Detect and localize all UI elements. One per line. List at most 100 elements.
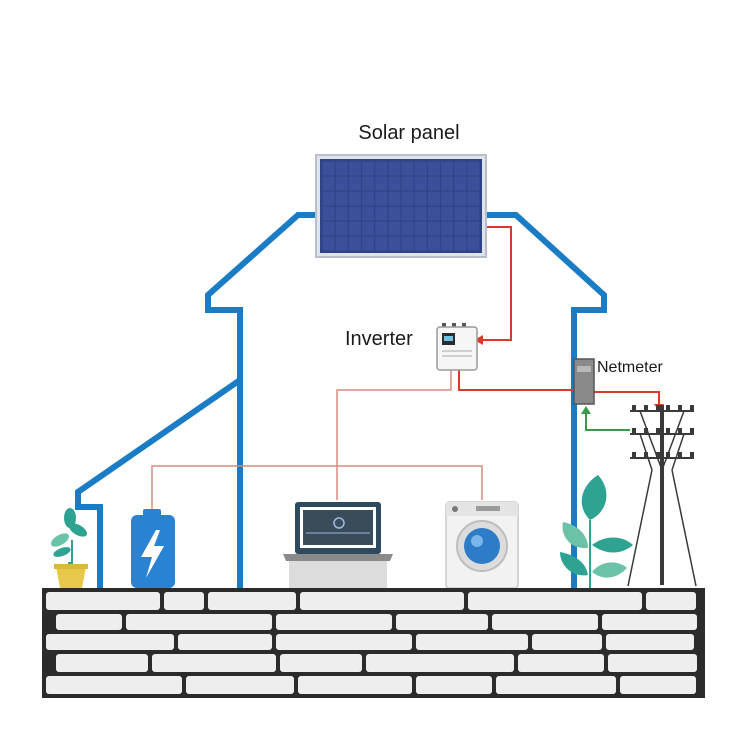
solar-cell <box>322 176 335 191</box>
solar-cell <box>322 221 335 236</box>
solar-cell <box>322 236 335 251</box>
solar-cell <box>441 206 454 221</box>
insulator <box>666 452 670 458</box>
solar-cell <box>441 236 454 251</box>
insulator <box>656 452 660 458</box>
wall-stone <box>46 634 174 650</box>
solar-cell <box>348 191 361 206</box>
solar-cell <box>362 176 375 191</box>
solar-cell <box>388 206 401 221</box>
wall-stone <box>178 634 272 650</box>
solar-cell <box>348 176 361 191</box>
wall-stone <box>126 614 272 630</box>
insulator <box>632 428 636 434</box>
wall-stone <box>606 634 694 650</box>
solar-cell <box>414 176 427 191</box>
wall-stone <box>280 654 362 672</box>
solar-cell <box>427 221 440 236</box>
wall-stone <box>366 654 514 672</box>
solar-cell <box>441 176 454 191</box>
solar-cell <box>375 176 388 191</box>
solar-cell <box>467 236 480 251</box>
wall-stone <box>518 654 604 672</box>
plant-pot-icon <box>50 508 88 588</box>
insulator <box>678 452 682 458</box>
insulator <box>690 405 694 411</box>
washing-machine-icon <box>445 501 519 589</box>
solar-cell <box>467 176 480 191</box>
house-outline <box>75 212 607 590</box>
solar-cell <box>427 206 440 221</box>
solar-cell <box>335 176 348 191</box>
solar-cell <box>375 236 388 251</box>
solar-cell <box>335 236 348 251</box>
inverter-label: Inverter <box>345 328 413 350</box>
solar-cell <box>348 236 361 251</box>
wall-stone <box>46 676 182 694</box>
solar-cell <box>335 206 348 221</box>
solar-cell <box>441 191 454 206</box>
utility-pole-icon <box>627 405 697 587</box>
solar-cell <box>427 236 440 251</box>
solar-cell <box>375 161 388 176</box>
solar-cell <box>467 206 480 221</box>
solar-cell <box>414 206 427 221</box>
wall-stone <box>56 614 122 630</box>
solar-cell <box>414 221 427 236</box>
solar-cell <box>401 221 414 236</box>
solar-cell <box>467 161 480 176</box>
wall-stone <box>532 634 602 650</box>
solar-cell <box>441 221 454 236</box>
insulator <box>656 405 660 411</box>
solar-cell <box>427 176 440 191</box>
battery-icon <box>131 509 175 588</box>
insulator <box>632 452 636 458</box>
solar-panel-label: Solar panel <box>358 122 459 144</box>
netmeter-icon <box>573 358 595 405</box>
wall-stone <box>186 676 294 694</box>
wall-stone <box>46 592 160 610</box>
netmeter-label: Netmeter <box>597 359 663 376</box>
dc-wire <box>478 226 512 341</box>
wall-stone <box>300 592 464 610</box>
export-wire <box>585 412 630 431</box>
insulator <box>644 405 648 411</box>
laptop-icon <box>283 502 393 590</box>
insulator <box>678 428 682 434</box>
wiring <box>151 226 664 515</box>
wall-stone <box>276 634 412 650</box>
solar-cell <box>362 191 375 206</box>
solar-cell <box>467 191 480 206</box>
export-arrowhead <box>581 406 591 414</box>
solar-cell <box>322 206 335 221</box>
wall-stone <box>416 634 528 650</box>
wall-stone <box>396 614 488 630</box>
grid-wire <box>458 370 574 391</box>
ac-wire-bus <box>151 465 483 515</box>
insulator <box>678 405 682 411</box>
solar-cell <box>375 206 388 221</box>
solar-cell <box>388 191 401 206</box>
wall-stone <box>496 676 616 694</box>
solar-cell <box>414 191 427 206</box>
solar-cell <box>362 236 375 251</box>
solar-cell <box>388 221 401 236</box>
solar-cell <box>362 161 375 176</box>
solar-panel-icon <box>315 154 487 258</box>
grid-wire-out <box>594 391 660 406</box>
solar-cell <box>375 191 388 206</box>
solar-cell <box>454 221 467 236</box>
insulator <box>644 452 648 458</box>
solar-cell <box>388 161 401 176</box>
solar-cell <box>454 191 467 206</box>
insulator <box>690 428 694 434</box>
wall-stone <box>468 592 642 610</box>
dc-arrowhead <box>474 335 483 345</box>
insulator <box>666 405 670 411</box>
wall-stone <box>602 614 697 630</box>
solar-cell <box>335 221 348 236</box>
insulator <box>656 428 660 434</box>
solar-cell <box>454 161 467 176</box>
solar-cell <box>388 236 401 251</box>
